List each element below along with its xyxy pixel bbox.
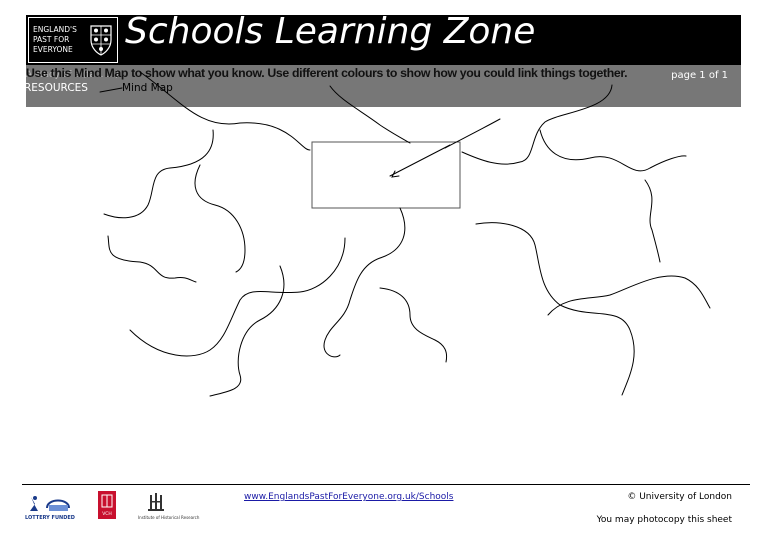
doodle-line (209, 265, 285, 397)
label-pointer-line (99, 87, 123, 93)
vch-crest-icon: VCH (101, 494, 113, 517)
doodle-line (329, 85, 411, 144)
crest-shield-icon (90, 25, 112, 56)
footer-divider (22, 484, 750, 485)
header-bar (26, 15, 741, 65)
doodle-line (379, 287, 448, 363)
mind-map-label: Mind Map (122, 82, 173, 94)
doodle-line (139, 71, 311, 151)
doodle-line (391, 170, 400, 178)
faint-subtitle: A study of a (fa... ...) (26, 70, 119, 80)
doodle-line (103, 129, 214, 219)
doodle-line (547, 275, 711, 316)
doodle-line (444, 118, 501, 149)
heritage-lottery-logo: LOTTERY FUNDED (25, 494, 75, 524)
doodle-line (389, 144, 451, 177)
logo-line-2: PAST FOR (33, 35, 70, 44)
ihr-label: Institute of Historical Research (138, 515, 200, 520)
logo-line-3: EVERYONE (33, 45, 73, 54)
doodle-line (644, 179, 661, 263)
englands-past-logo: ENGLAND'S PAST FOR EVERYONE (28, 17, 118, 63)
central-box (311, 141, 461, 209)
page-number: page 1 of 1 (671, 70, 728, 81)
lottery-hand-icon (30, 496, 70, 511)
worksheet-instruction: Use this Mind Map to show what you know.… (26, 66, 628, 80)
vch-logo: VCH (98, 491, 116, 519)
doodle-line (539, 129, 687, 172)
doodle-line (194, 164, 246, 273)
lottery-funded-label: LOTTERY FUNDED (25, 515, 75, 521)
ihr-building-icon (148, 493, 164, 511)
sub-header-band (26, 65, 741, 107)
page-title: Schools Learning Zone (125, 11, 536, 52)
logo-text: ENGLAND'S PAST FOR EVERYONE (33, 25, 77, 55)
resources-label: RESOURCES (24, 82, 88, 94)
vch-text: VCH (102, 511, 112, 517)
doodle-line (323, 207, 406, 358)
ihr-logo: Institute of Historical Research (138, 491, 199, 523)
doodle-line (107, 235, 197, 283)
doodle-line (461, 84, 613, 165)
doodle-line (129, 237, 346, 357)
website-link[interactable]: www.EnglandsPastForEveryone.org.uk/Schoo… (244, 492, 454, 502)
photocopy-note: You may photocopy this sheet (596, 515, 732, 525)
logo-line-1: ENGLAND'S (33, 25, 77, 34)
copyright-notice: © University of London (627, 492, 732, 502)
